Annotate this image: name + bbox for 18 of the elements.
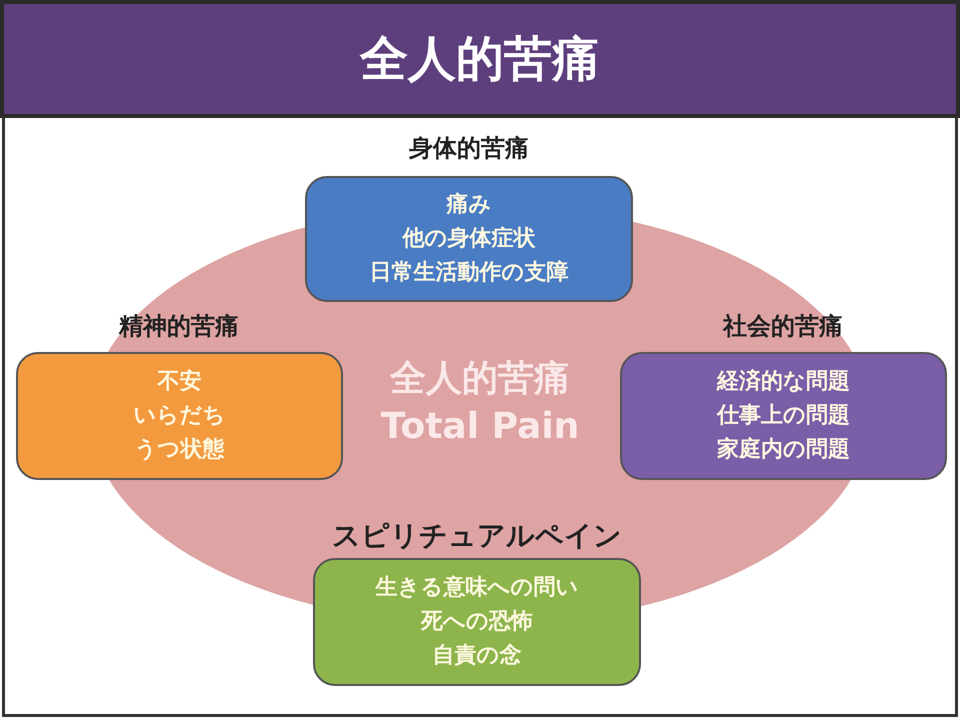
list-item: うつ状態 <box>134 436 224 464</box>
list-item: 痛み <box>446 191 492 219</box>
list-item: 生きる意味への問い <box>376 574 578 602</box>
list-item: 死への恐怖 <box>421 608 533 636</box>
list-item: 経済的な問題 <box>717 368 850 396</box>
list-item: 仕事上の問題 <box>717 402 850 430</box>
list-item: 他の身体症状 <box>402 225 536 253</box>
category-heading: 身体的苦痛 <box>408 133 530 164</box>
category-heading: スピリチュアルペイン <box>331 518 623 554</box>
list-item: 家庭内の問題 <box>717 436 850 464</box>
title-banner: 全人的苦痛 <box>0 0 960 118</box>
list-item: 自責の念 <box>432 642 522 670</box>
list-item: 日常生活動作の支障 <box>370 259 568 287</box>
list-item: いらだち <box>134 402 226 430</box>
category-heading: 社会的苦痛 <box>722 311 844 342</box>
category-heading: 精神的苦痛 <box>118 311 240 342</box>
list-item: 不安 <box>158 368 202 396</box>
center-label: 全人的苦痛 Total Pain <box>380 357 580 449</box>
